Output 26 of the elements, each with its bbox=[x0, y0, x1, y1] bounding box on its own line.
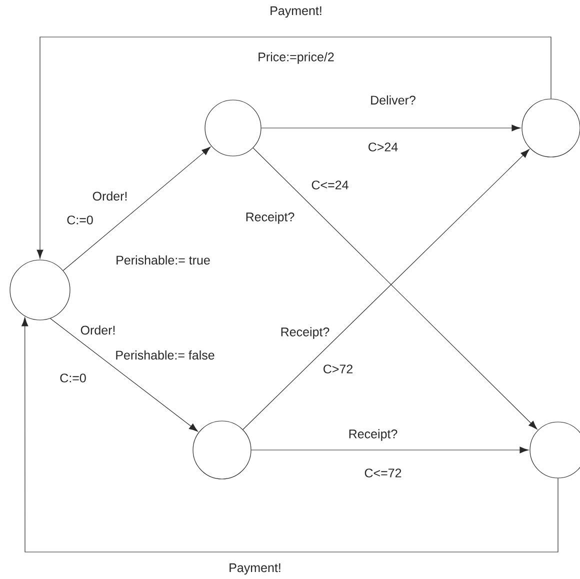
edge-label: Order! bbox=[79, 324, 117, 336]
guard-label: Perishable:= true bbox=[116, 255, 210, 265]
edge-label: Order! bbox=[91, 190, 129, 202]
guard-label: C>72 bbox=[324, 364, 352, 374]
state-circle bbox=[10, 260, 70, 320]
edge-label: Receipt? bbox=[347, 428, 399, 442]
edge-label: Receipt? bbox=[244, 211, 296, 225]
guard-label: Perishable:= false bbox=[116, 350, 214, 360]
guard-label: C:=0 bbox=[60, 374, 86, 382]
arrow bbox=[62, 146, 211, 271]
edge-label: Deliver? bbox=[369, 94, 417, 106]
arrow bbox=[50, 318, 198, 432]
edge-label: Receipt? bbox=[279, 326, 331, 340]
state-circle bbox=[204, 100, 262, 156]
guard-label: Price:=price/2 bbox=[258, 52, 334, 64]
arrow bbox=[22, 317, 558, 552]
edge-label: Payment! bbox=[268, 5, 324, 19]
arrow bbox=[251, 446, 529, 454]
edge-label: Payment! bbox=[228, 562, 282, 576]
guard-label: C<=24 bbox=[312, 180, 348, 190]
guard-label: C>24 bbox=[368, 142, 398, 152]
arrow bbox=[261, 124, 521, 132]
guard-label: C:=0 bbox=[67, 216, 93, 224]
arrow bbox=[36, 36, 552, 259]
state-circle bbox=[192, 420, 252, 480]
guard-label: C<=72 bbox=[364, 468, 402, 478]
